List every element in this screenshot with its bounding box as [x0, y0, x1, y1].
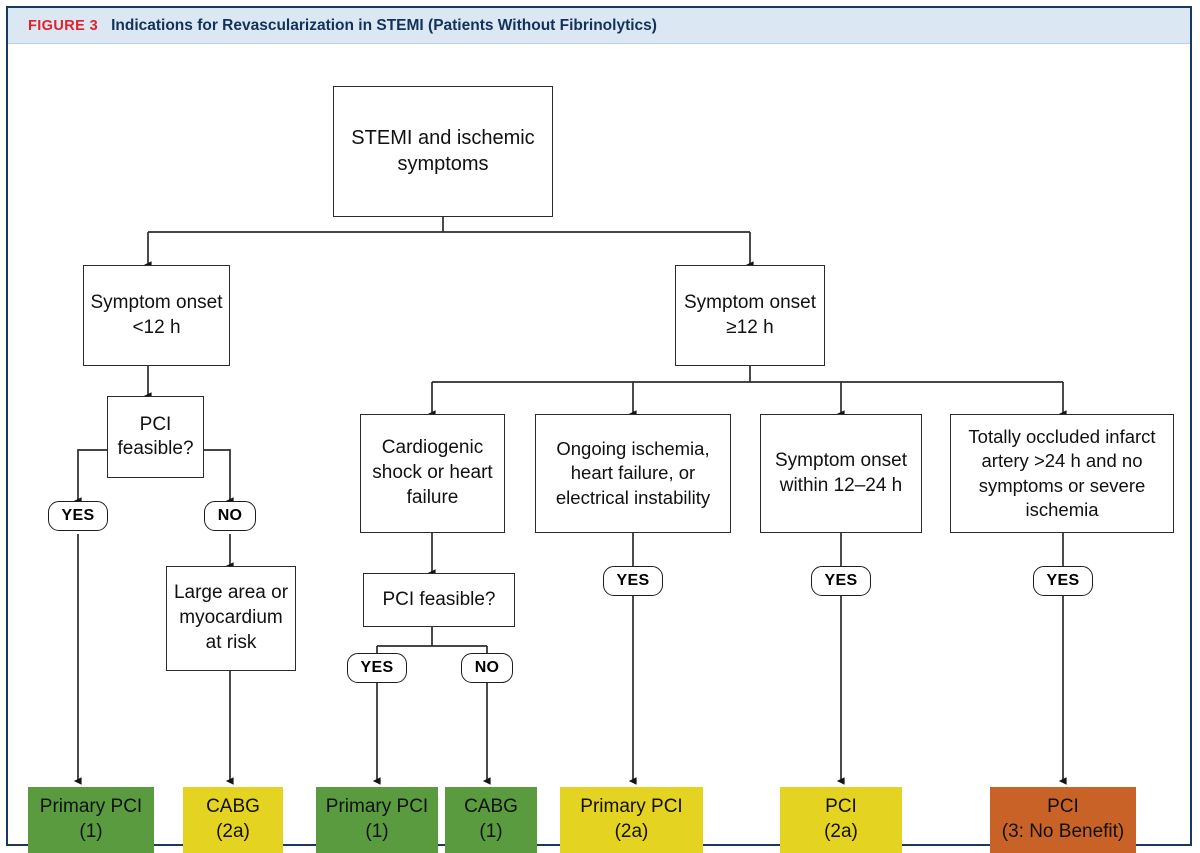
pill-left-yes-label: YES [61, 507, 95, 524]
result-cabg-2a[interactable]: CABG(2a) [183, 787, 283, 853]
result-primary-pci-1a-label: Primary PCI(1) [39, 796, 143, 842]
node-pci-feasible-mid[interactable]: PCI feasible? [363, 573, 515, 627]
node-symptom-onset-lt-12h[interactable]: Symptom onset<12 h [83, 265, 230, 366]
figure-header: FIGURE 3 Indications for Revascularizati… [8, 8, 1190, 44]
pill-mid-no-label: NO [474, 659, 500, 676]
result-cabg-1[interactable]: CABG(1) [445, 787, 537, 853]
node-root[interactable]: STEMI and ischemic symptoms [333, 86, 553, 217]
result-pci-2a[interactable]: PCI(2a) [780, 787, 902, 853]
pill-left-no[interactable]: NO [204, 501, 256, 531]
figure-number-label: FIGURE 3 [28, 17, 99, 34]
flowchart-canvas: STEMI and ischemic symptoms Symptom onse… [8, 46, 1190, 853]
result-primary-pci-1b[interactable]: Primary PCI(1) [316, 787, 438, 853]
result-pci-3-no-benefit[interactable]: PCI(3: No Benefit) [990, 787, 1136, 853]
pill-onset-12-24-yes-label: YES [824, 572, 858, 589]
pill-mid-yes-label: YES [360, 659, 394, 676]
node-root-label: STEMI and ischemic symptoms [351, 126, 535, 175]
pill-left-no-label: NO [217, 507, 243, 524]
pill-onset-12-24-yes[interactable]: YES [811, 566, 871, 596]
node-symptom-onset-ge-12h-label: Symptom onset≥12 h [684, 292, 816, 338]
pill-ongoing-ischemia-yes-label: YES [616, 572, 650, 589]
pill-left-yes[interactable]: YES [48, 501, 108, 531]
result-pci-3-no-benefit-label: PCI(3: No Benefit) [1001, 796, 1125, 842]
result-primary-pci-2a-label: Primary PCI(2a) [580, 796, 683, 842]
result-primary-pci-2a[interactable]: Primary PCI(2a) [560, 787, 703, 853]
figure-title: Indications for Revascularization in STE… [111, 16, 657, 34]
result-cabg-2a-label: CABG(2a) [206, 796, 260, 842]
pill-occluded-yes-label: YES [1046, 572, 1080, 589]
node-pci-feasible-mid-label: PCI feasible? [382, 588, 496, 610]
result-pci-2a-label: PCI(2a) [824, 796, 858, 842]
pill-occluded-yes[interactable]: YES [1033, 566, 1093, 596]
result-primary-pci-1a[interactable]: Primary PCI(1) [28, 787, 154, 853]
node-symptom-onset-lt-12h-label: Symptom onset<12 h [90, 292, 223, 338]
result-primary-pci-1b-label: Primary PCI(1) [325, 796, 429, 842]
pill-mid-no[interactable]: NO [461, 653, 513, 683]
result-cabg-1-label: CABG(1) [464, 796, 518, 842]
pill-ongoing-ischemia-yes[interactable]: YES [603, 566, 663, 596]
pill-mid-yes[interactable]: YES [347, 653, 407, 683]
node-symptom-onset-ge-12h[interactable]: Symptom onset≥12 h [675, 265, 825, 366]
